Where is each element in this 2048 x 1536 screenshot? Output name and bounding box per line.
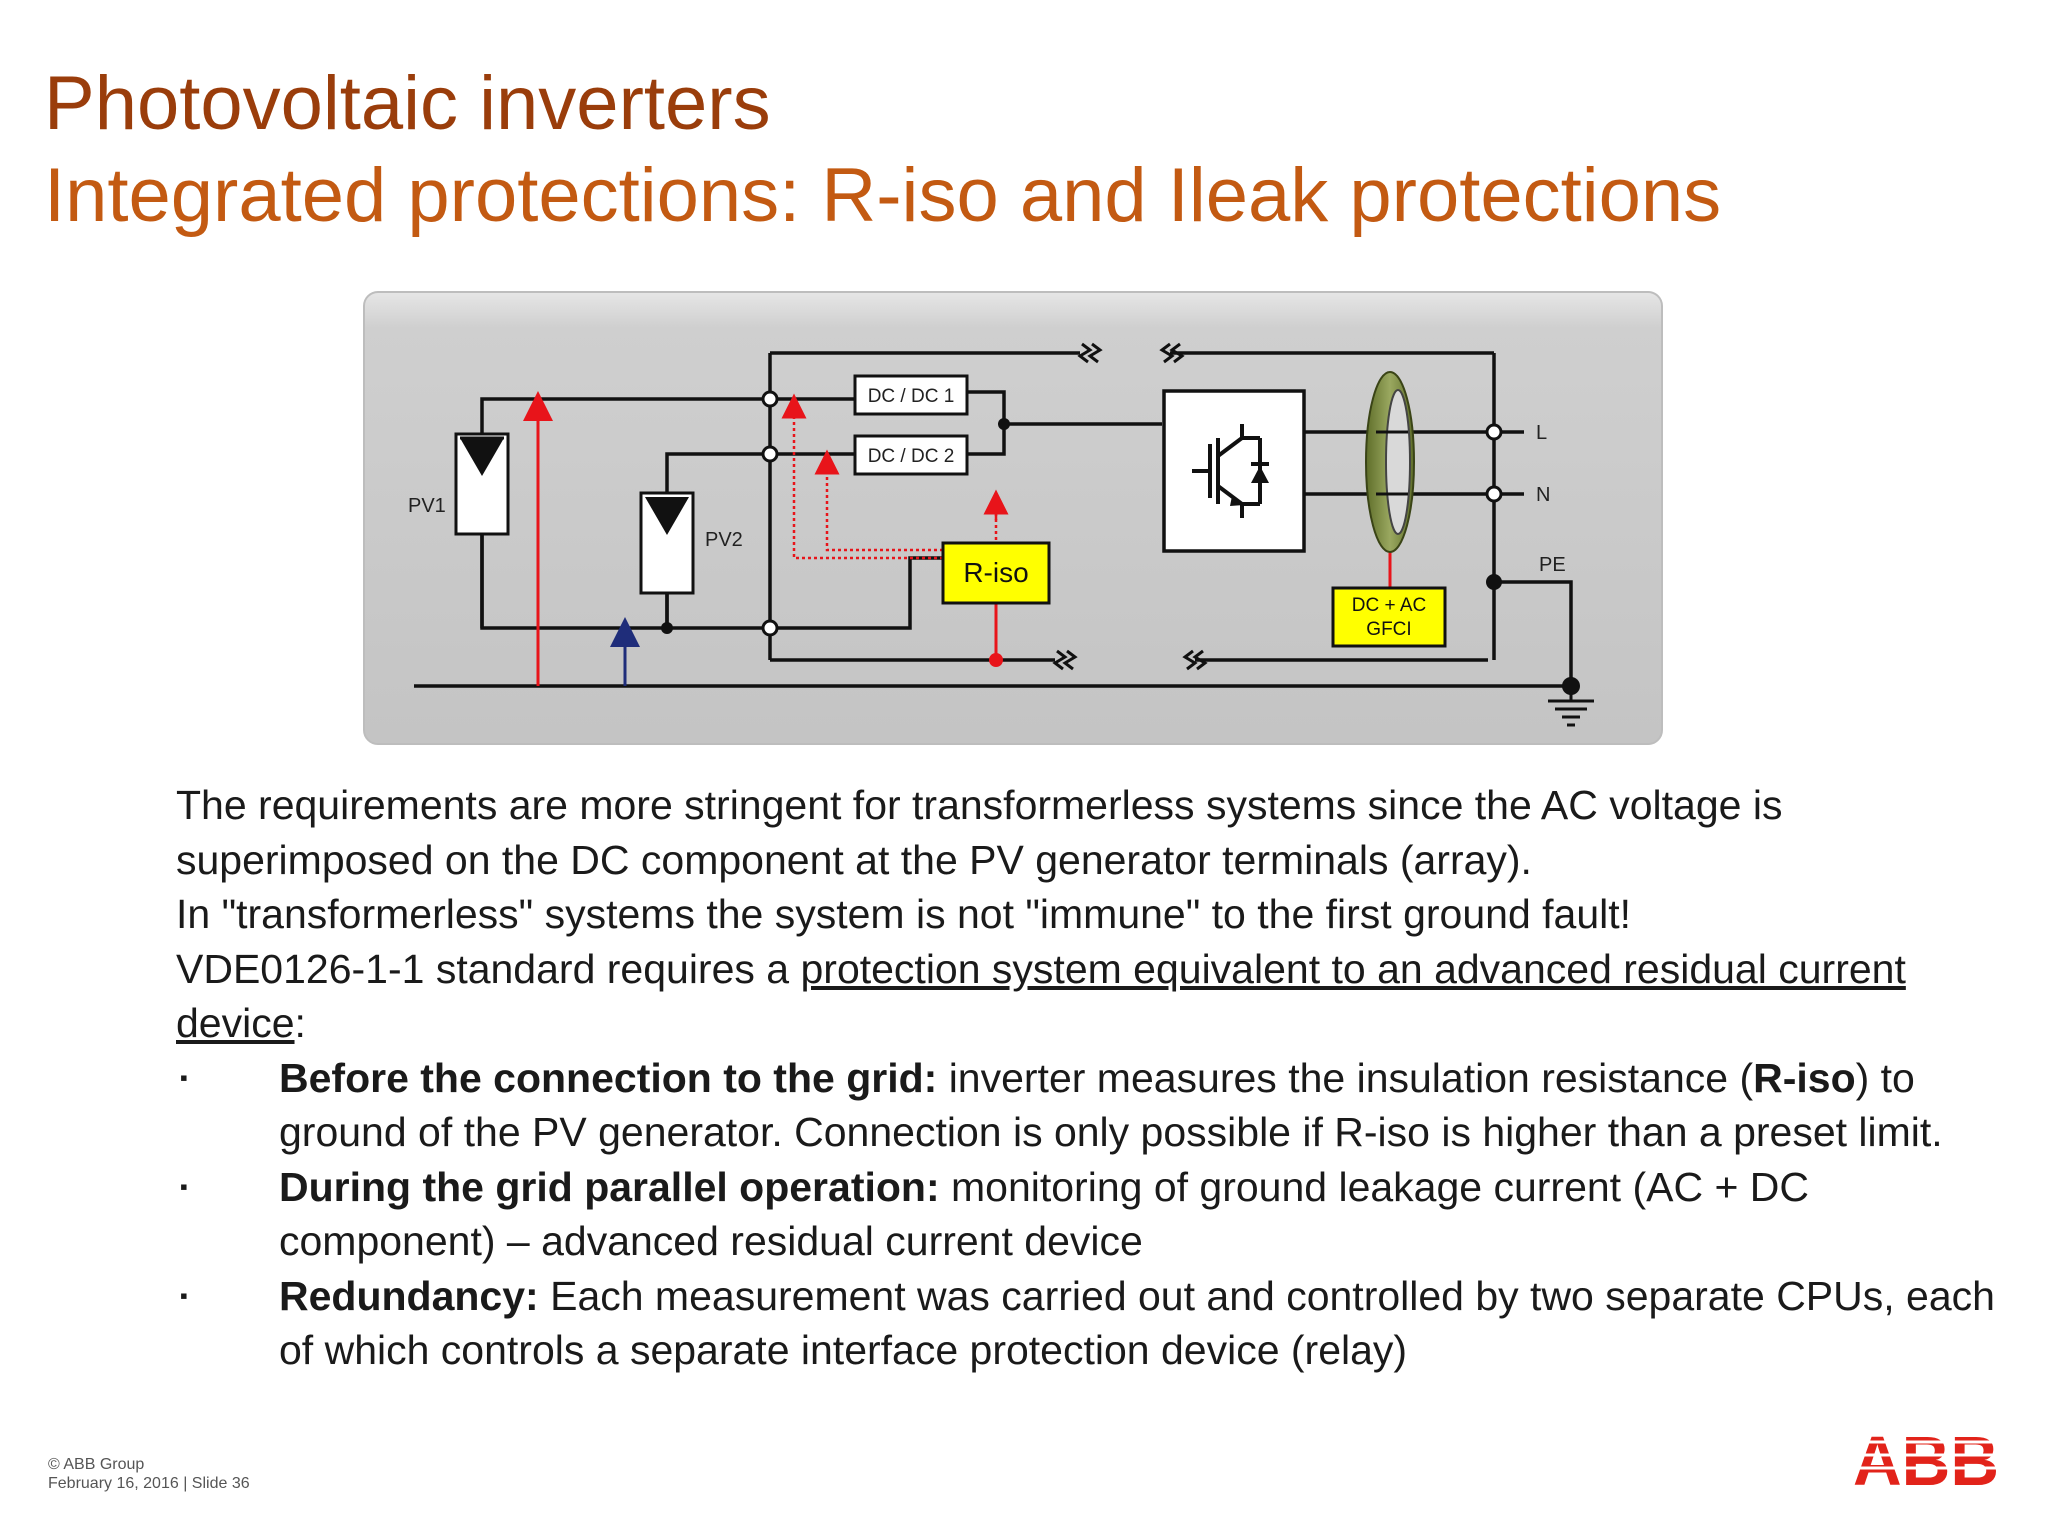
dcdc2-box [853, 434, 969, 476]
line-label-n: N [1536, 484, 1550, 506]
paragraph-3-pre: VDE0126-1-1 standard requires a [176, 945, 801, 992]
list-item: ▪ During the grid parallel operation: mon… [176, 1160, 2006, 1269]
wire-break-icon [1159, 342, 1185, 364]
dcdc2-label: DC / DC 2 [868, 446, 955, 467]
slide-title: Photovoltaic inverters [44, 61, 771, 146]
line-label-pe: PE [1539, 554, 1566, 576]
footer-date-slide: February 16, 2016 | Slide 36 [48, 1475, 250, 1492]
abb-logo-text: ABB [1853, 1428, 1999, 1492]
bullet-3-heading: Redundancy: [279, 1272, 539, 1319]
slide-body: The requirements are more stringent for … [176, 778, 2006, 1378]
paragraph-3-underlined: protection system equivalent to an advan… [176, 945, 1906, 1047]
list-item: ▪ Redundancy: Each measurement was carrie… [176, 1269, 2006, 1378]
bullet-1-heading: Before the connection to the grid: [279, 1054, 938, 1101]
wire-break-icon [1077, 342, 1103, 364]
igbt-switch-icon [1162, 389, 1306, 553]
toroidal-core-icon [1365, 371, 1415, 553]
slide-subtitle: Integrated protections: R-iso and Ileak … [44, 153, 1722, 238]
gfci-box [1331, 586, 1447, 648]
bullet-marker: ▪ [180, 1282, 188, 1308]
bullet-2-heading: During the grid parallel operation: [279, 1163, 940, 1210]
gfci-label-line1: DC + AC [1352, 595, 1426, 616]
bullet-2-text: monitoring of ground leakage current (AC… [279, 1163, 1810, 1265]
bullet-1-bold-term: R-iso [1753, 1054, 1856, 1101]
bullet-list: ▪ Before the connection to the grid: inve… [176, 1051, 2006, 1378]
footer-copyright: © ABB Group [48, 1456, 145, 1473]
bullet-marker: ▪ [180, 1064, 188, 1090]
slide-footer: © ABB Group February 16, 2016 | Slide 36 [48, 1455, 250, 1493]
paragraph-3: VDE0126-1-1 standard requires a protecti… [176, 942, 2006, 1051]
bullet-3-text: Each measurement was carried out and con… [279, 1272, 1995, 1374]
riso-label: R-iso [963, 557, 1028, 588]
solar-panel-icon [454, 432, 510, 536]
bullet-1-text-pre: inverter measures the insulation resista… [937, 1054, 1754, 1101]
list-item: ▪ Before the connection to the grid: inve… [176, 1051, 2006, 1160]
paragraph-1: The requirements are more stringent for … [176, 782, 1783, 883]
wire-break-icon [1052, 649, 1078, 671]
line-label-l: L [1536, 422, 1547, 444]
pv1-label: PV1 [408, 495, 446, 517]
bullet-marker: ▪ [180, 1173, 188, 1199]
abb-logo: ABB [1852, 1428, 2000, 1492]
dcdc1-label: DC / DC 1 [868, 386, 955, 407]
bullet-1-text-post: ) to ground of the PV generator. Connect… [279, 1054, 1943, 1156]
pv2-label: PV2 [705, 529, 743, 551]
paragraph-3-post: : [294, 1000, 306, 1046]
paragraph-2: In "transformerless" systems the system … [176, 891, 1632, 937]
wire-break-icon [1182, 649, 1208, 671]
circuit-diagram: PV1 PV2 DC / DC 1 DC / DC 2 R-iso [363, 291, 1663, 745]
solar-panel-icon [639, 491, 695, 595]
ground-icon [1548, 686, 1594, 727]
dcdc1-box [853, 374, 969, 416]
riso-box [941, 541, 1051, 605]
diagram-panel [363, 291, 1663, 745]
gfci-label-line2: GFCI [1366, 619, 1411, 640]
